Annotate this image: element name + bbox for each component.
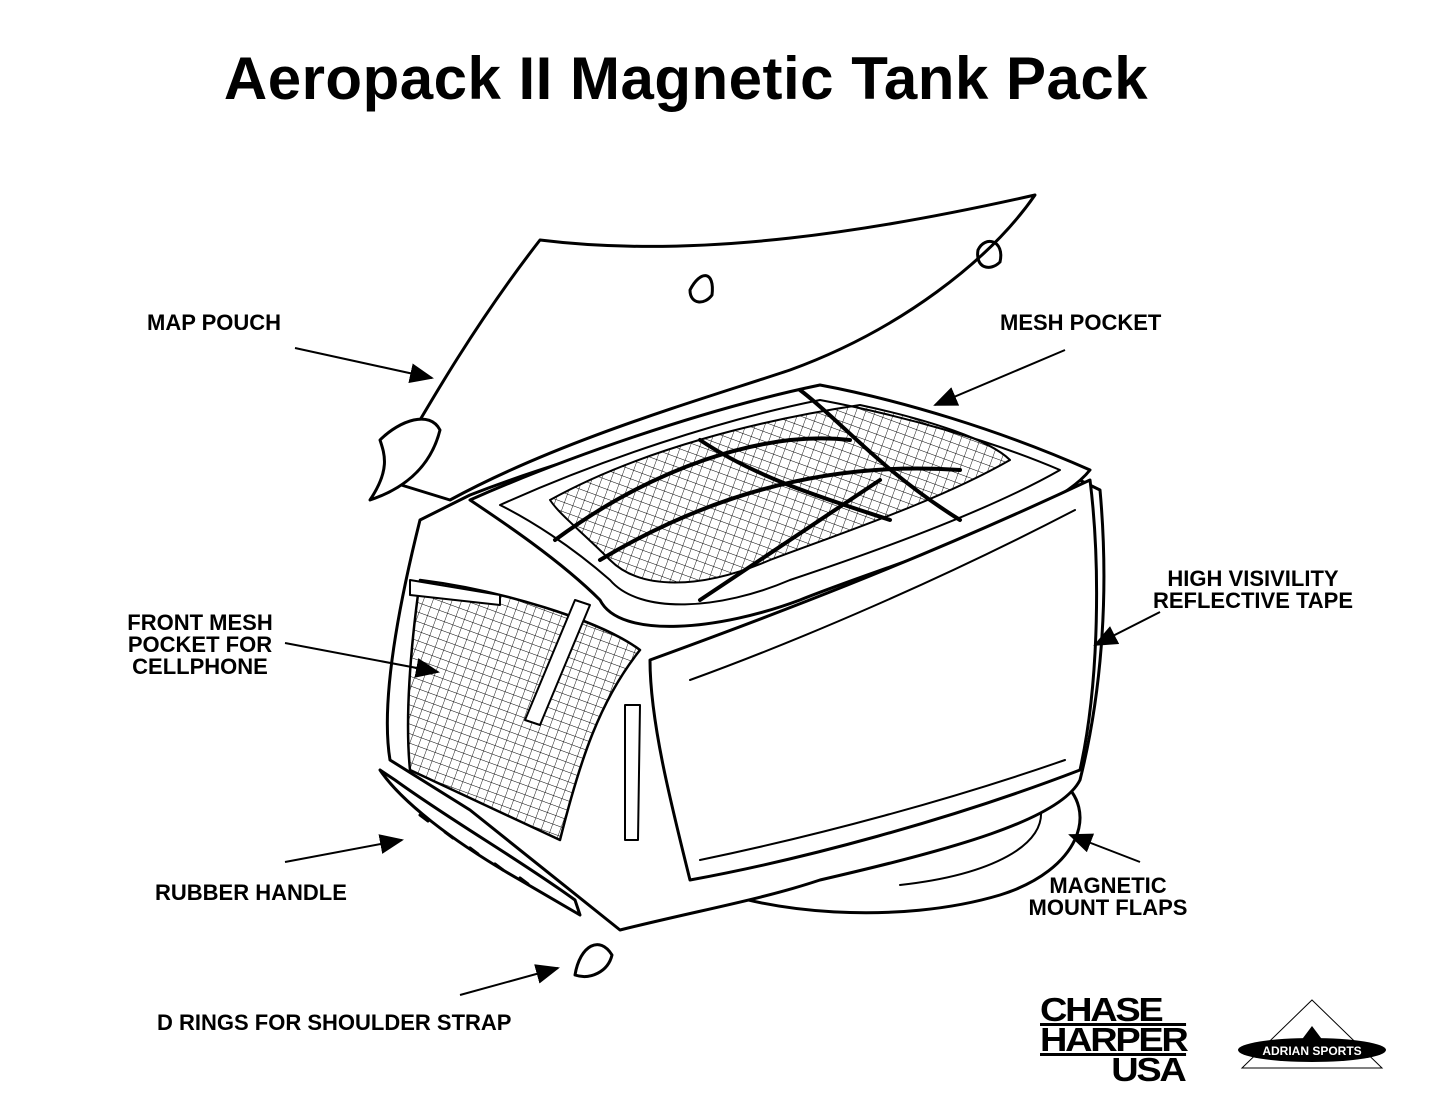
label-front-mesh: FRONT MESH POCKET FOR CELLPHONE: [100, 612, 300, 678]
d-ring: [573, 943, 614, 978]
label-line: POCKET FOR: [127, 632, 273, 657]
mesh-pocket: [549, 404, 1011, 584]
adrian-sports-text: ADRIAN SPORTS: [1262, 1044, 1361, 1058]
label-line: MAGNETIC: [1049, 873, 1167, 898]
adrian-sports-logo: ADRIAN SPORTS: [1238, 999, 1386, 1069]
label-d-rings: D RINGS FOR SHOULDER STRAP: [157, 1010, 512, 1035]
arrow-rubber-handle: [284, 834, 404, 863]
arrow-front-mesh: [284, 642, 440, 678]
logo-line: USA: [1111, 1051, 1187, 1088]
logo-line: HARPER: [1040, 1021, 1189, 1058]
label-magnetic-flaps: MAGNETIC MOUNT FLAPS: [1010, 875, 1206, 919]
label-rubber-handle: RUBBER HANDLE: [155, 880, 347, 905]
rubber-handle: [378, 768, 582, 917]
arrow-mesh-pocket: [933, 349, 1066, 406]
arrow-magnetic-flaps: [1068, 833, 1141, 863]
arrow-d-rings: [459, 964, 560, 996]
label-mesh-pocket: MESH POCKET: [1000, 310, 1162, 335]
label-line: CELLPHONE: [132, 654, 268, 679]
label-line: HIGH VISIVILITY: [1167, 566, 1339, 591]
arrow-map-pouch: [294, 347, 434, 384]
chase-harper-logo: CHASE HARPER USA: [1040, 993, 1189, 1088]
logo-line: CHASE: [1040, 993, 1187, 1026]
arrow-reflective-tape: [1093, 611, 1161, 646]
front-mesh-pocket: [406, 578, 642, 842]
map-pouch: [383, 193, 1037, 502]
label-line: MOUNT FLAPS: [1028, 895, 1188, 920]
label-map-pouch: MAP POUCH: [147, 310, 282, 335]
label-reflective-tape: HIGH VISIVILITY REFLECTIVE TAPE: [1137, 568, 1369, 612]
label-line: REFLECTIVE TAPE: [1152, 588, 1354, 613]
label-line: FRONT MESH: [127, 610, 273, 635]
diagram-title: Aeropack II Magnetic Tank Pack: [223, 45, 1149, 112]
